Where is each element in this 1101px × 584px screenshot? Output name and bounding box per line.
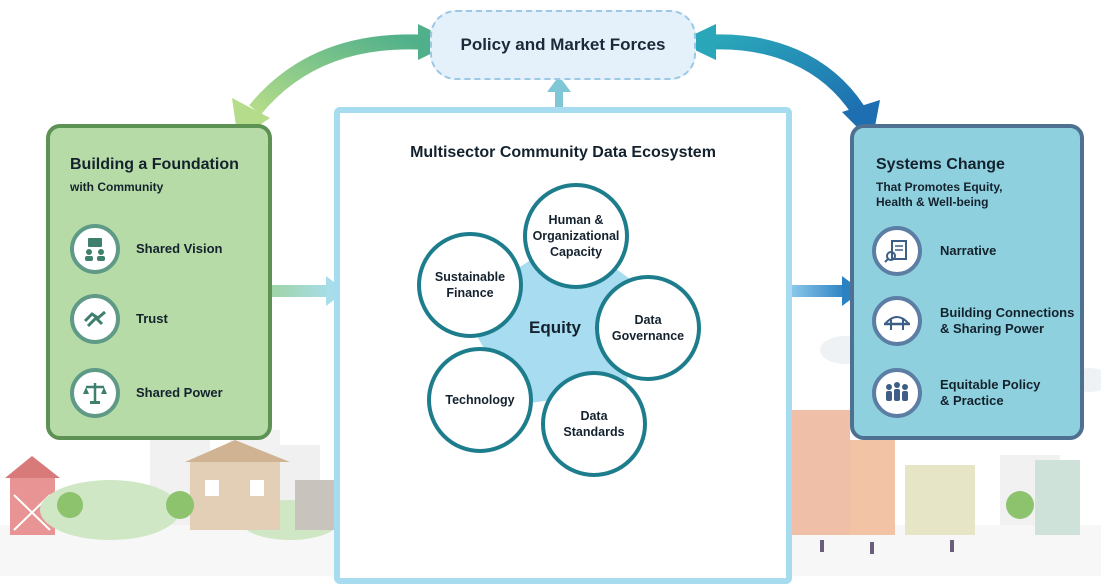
left-item-shared-vision: Shared Vision bbox=[70, 224, 222, 274]
petal-label-line: Organizational bbox=[532, 229, 620, 243]
petal-label-line: Capacity bbox=[549, 245, 603, 259]
people-presentation-icon bbox=[70, 224, 120, 274]
left-panel-subtitle: with Community bbox=[70, 180, 164, 194]
petal-sustainable-finance: Sustainable Finance bbox=[417, 232, 523, 338]
right-item-label-line: Building Connections bbox=[940, 305, 1075, 320]
petal-technology: Technology bbox=[427, 347, 533, 453]
right-panel-subtitle-line: That Promotes Equity, bbox=[876, 180, 1003, 194]
left-item-label: Shared Vision bbox=[136, 241, 223, 256]
policy-market-forces-label: Policy and Market Forces bbox=[460, 35, 666, 54]
petal-label-line: Technology bbox=[445, 393, 515, 407]
systems-change-panel: Systems Change That Promotes Equity, Hea… bbox=[850, 124, 1084, 440]
policy-market-forces-box: Policy and Market Forces bbox=[430, 10, 696, 80]
petal-label-line: Human & bbox=[548, 213, 604, 227]
left-item-label: Shared Power bbox=[136, 385, 223, 400]
petal-label-line: Data bbox=[634, 313, 662, 327]
balance-scale-icon bbox=[70, 368, 120, 418]
right-item-label-line: Equitable Policy bbox=[940, 377, 1041, 392]
left-item-shared-power: Shared Power bbox=[70, 368, 223, 418]
petal-label-line: Sustainable bbox=[434, 270, 506, 284]
people-group-icon bbox=[872, 368, 922, 418]
right-item-building-connections: Building Connections & Sharing Power bbox=[872, 296, 1074, 346]
right-item-label: Narrative bbox=[940, 243, 996, 259]
right-item-equitable-policy: Equitable Policy & Practice bbox=[872, 368, 1040, 418]
petal-data-standards: Data Standards bbox=[541, 371, 647, 477]
document-magnifier-icon bbox=[872, 226, 922, 276]
handshake-icon bbox=[70, 294, 120, 344]
petal-label-line: Governance bbox=[611, 329, 685, 343]
petal-label-line: Data bbox=[580, 409, 608, 423]
bridge-icon bbox=[872, 296, 922, 346]
arc-arrow-right-head-top bbox=[678, 24, 716, 60]
arc-arrow-right bbox=[711, 34, 865, 115]
right-panel-title: Systems Change bbox=[876, 156, 1005, 173]
center-panel-title: Multisector Community Data Ecosystem bbox=[410, 144, 716, 161]
right-item-label-line: & Sharing Power bbox=[940, 321, 1045, 336]
right-item-label-line: & Practice bbox=[940, 393, 1004, 408]
right-item-label: Equitable Policy & Practice bbox=[940, 377, 1040, 409]
right-item-narrative: Narrative bbox=[872, 226, 996, 276]
left-item-label: Trust bbox=[136, 311, 168, 326]
building-foundation-panel: Building a Foundation with Community Sha… bbox=[46, 124, 272, 440]
petal-human-organizational-capacity: Human & Organizational Capacity bbox=[523, 183, 629, 289]
arc-arrow-left bbox=[249, 34, 421, 115]
right-item-label-line: Narrative bbox=[940, 243, 997, 258]
right-panel-subtitle-line: Health & Well-being bbox=[876, 195, 989, 209]
equity-core-label: Equity bbox=[529, 318, 581, 337]
right-panel-subtitle: That Promotes Equity, Health & Well-bein… bbox=[876, 180, 1002, 210]
left-panel-title: Building a Foundation bbox=[70, 156, 239, 173]
petal-data-governance: Data Governance bbox=[595, 275, 701, 381]
left-item-trust: Trust bbox=[70, 294, 168, 344]
right-item-label: Building Connections & Sharing Power bbox=[940, 305, 1074, 337]
petal-label-line: Standards bbox=[563, 425, 625, 439]
petal-label-line: Finance bbox=[446, 286, 494, 300]
